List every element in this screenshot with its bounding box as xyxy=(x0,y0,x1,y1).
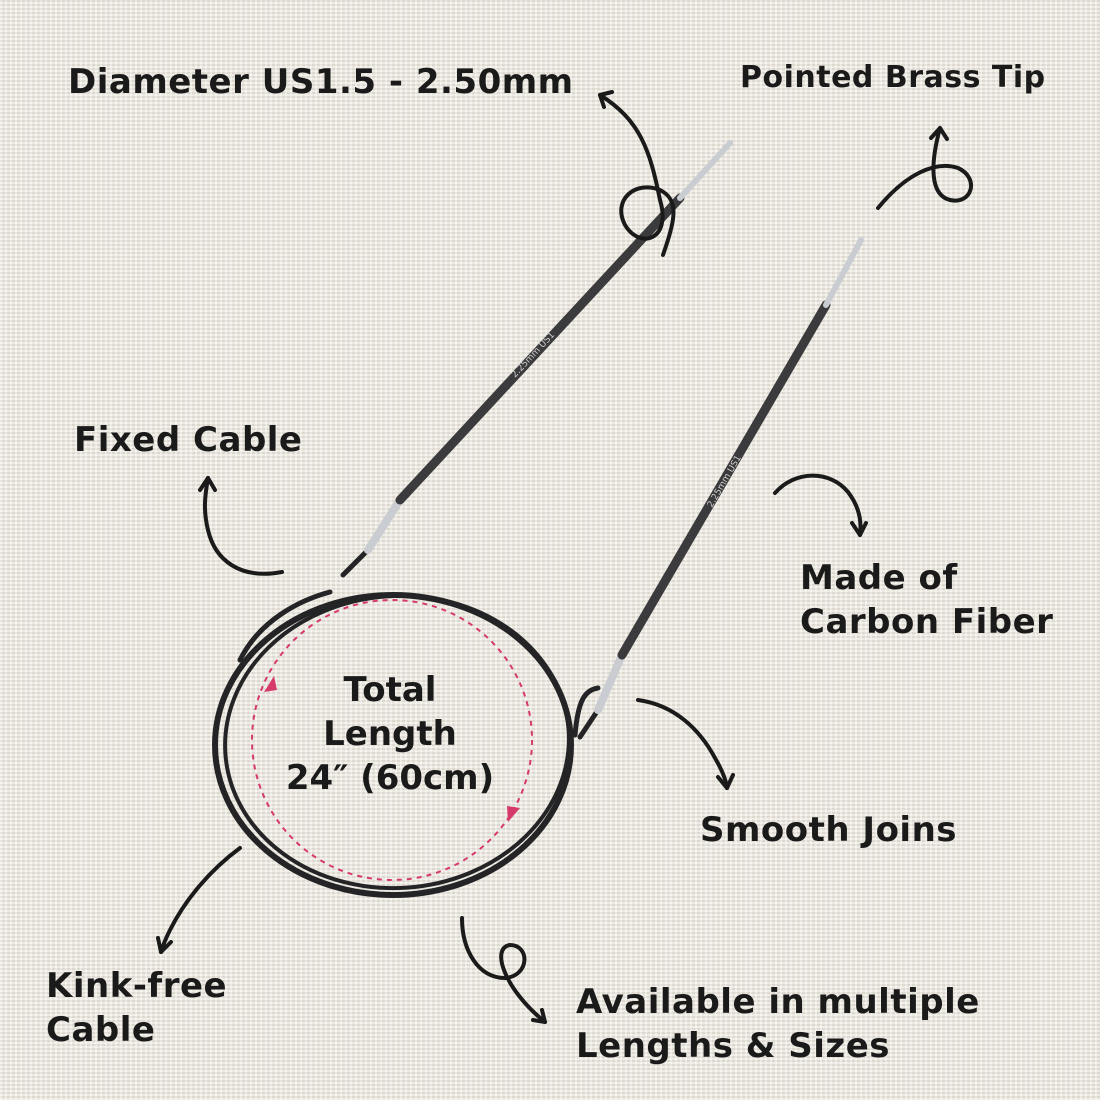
available-label: Available in multiple Lengths & Sizes xyxy=(576,980,980,1068)
carbon-fiber-label: Made of Carbon Fiber xyxy=(800,556,1053,644)
kink-free-line-1: Kink-free xyxy=(46,966,228,1006)
right-needle: 2.25mm US1 xyxy=(577,237,864,740)
dashed-arrow-head-right xyxy=(507,806,520,822)
kink-free-arrow-icon xyxy=(156,846,242,954)
smooth-joins-arrow-icon xyxy=(636,698,735,790)
smooth-joins-label: Smooth Joins xyxy=(700,810,958,850)
carbon-fiber-arrow-icon xyxy=(773,473,868,537)
kink-free-label: Kink-free Cable xyxy=(46,964,227,1052)
fixed-cable-label: Fixed Cable xyxy=(74,420,303,460)
total-length-label: Total Length 24″ (60cm) xyxy=(270,668,510,801)
total-length-line-1: Total xyxy=(343,670,437,710)
diameter-arrow-icon xyxy=(598,90,676,257)
total-length-line-2: Length xyxy=(323,714,457,755)
available-line-2: Lengths & Sizes xyxy=(576,1026,891,1067)
brass-tip-arrow-icon xyxy=(876,126,973,210)
available-arrow-icon xyxy=(460,916,547,1024)
total-length-line-3: 24″ (60cm) xyxy=(285,758,495,799)
kink-free-line-2: Cable xyxy=(46,1010,156,1051)
brass-tip-label: Pointed Brass Tip xyxy=(740,60,1046,95)
diameter-label: Diameter US1.5 - 2.50mm xyxy=(68,62,574,102)
available-line-1: Available in multiple xyxy=(576,982,980,1022)
dashed-arrow-head-left xyxy=(264,676,277,692)
fixed-cable-arrow-icon xyxy=(198,476,284,576)
needle-marking-left: 2.25mm US1 xyxy=(510,330,557,380)
carbon-fiber-line-1: Made of xyxy=(800,558,958,598)
needle-marking-right: 2.25mm US1 xyxy=(706,454,744,510)
cable-loop xyxy=(212,589,601,898)
carbon-fiber-line-2: Carbon Fiber xyxy=(800,602,1054,643)
total-length-dashed-circle xyxy=(251,599,533,881)
